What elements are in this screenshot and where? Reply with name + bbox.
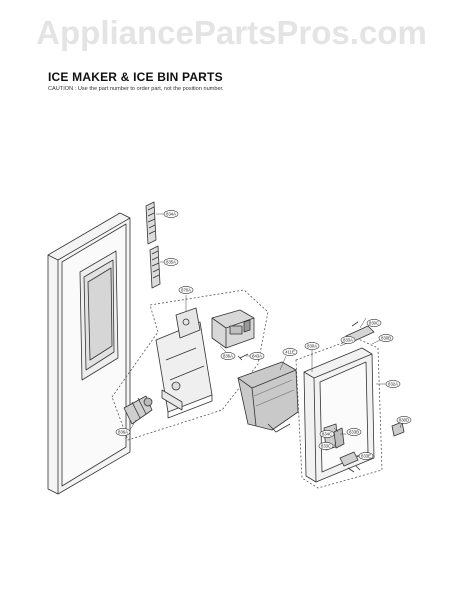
page-title: ICE MAKER & ICE BIN PARTS [48,70,223,84]
callout-label: 835A [166,260,176,265]
rail-upper [145,201,157,245]
callout: 833C [318,442,334,450]
clip-part [391,421,405,437]
callout: 834C [319,430,335,438]
callout-label: 870A [181,288,191,293]
callout: 833E [358,452,374,460]
callout: 836A [115,428,131,436]
callout-label: 830D [399,418,409,423]
watermark: AppliancePartsPros.com [36,14,427,51]
callout: 843A [249,352,265,360]
callout-label: 834C [322,432,332,437]
callout-label: 832A [388,382,398,387]
auger-part [123,395,153,425]
leader-lines [129,213,403,457]
rail-lower [149,245,161,289]
callout: 830B [378,334,394,342]
callout-label: 830A [307,344,317,349]
callout-label: 833E [361,454,371,459]
ice-maker-bracket [155,307,213,419]
door-liner [47,212,131,495]
caution-note: CAUTION : Use the part number to order p… [48,86,224,92]
screw [237,353,249,361]
callout-label: 833B [349,430,359,435]
callout-label: 836A [118,430,128,435]
callout-label: 411E [285,350,295,355]
ice-bin-door [303,347,375,483]
ice-maker-assembly-outline [111,289,269,441]
callout-label: 843A [252,354,262,359]
callouts: 834A 835A 870A 836A 843A 411E 830A 833A … [115,210,412,460]
callout-label: 836A [223,354,233,359]
cam-part [339,451,359,467]
callout: 830D [396,416,412,424]
callout: 835A [163,258,179,266]
callout-label: 833A [343,338,353,343]
callout: 834A [163,210,179,218]
ice-maker-motor [211,309,255,349]
callout: 411E [282,348,298,356]
callout: 836A [220,352,236,360]
callout: 833A [340,336,356,344]
callout: 870A [178,286,194,294]
callout-label: 830B [381,336,391,341]
callout: 832A [385,380,401,388]
callout-label: 833C [321,444,331,449]
screws-small [347,465,361,473]
callout-label: 830C [369,321,379,326]
callout: 830A [304,342,320,350]
ice-bin [237,361,299,433]
callout: 830C [366,319,382,327]
callout: 833B [346,428,362,436]
callout-label: 834A [166,212,176,217]
